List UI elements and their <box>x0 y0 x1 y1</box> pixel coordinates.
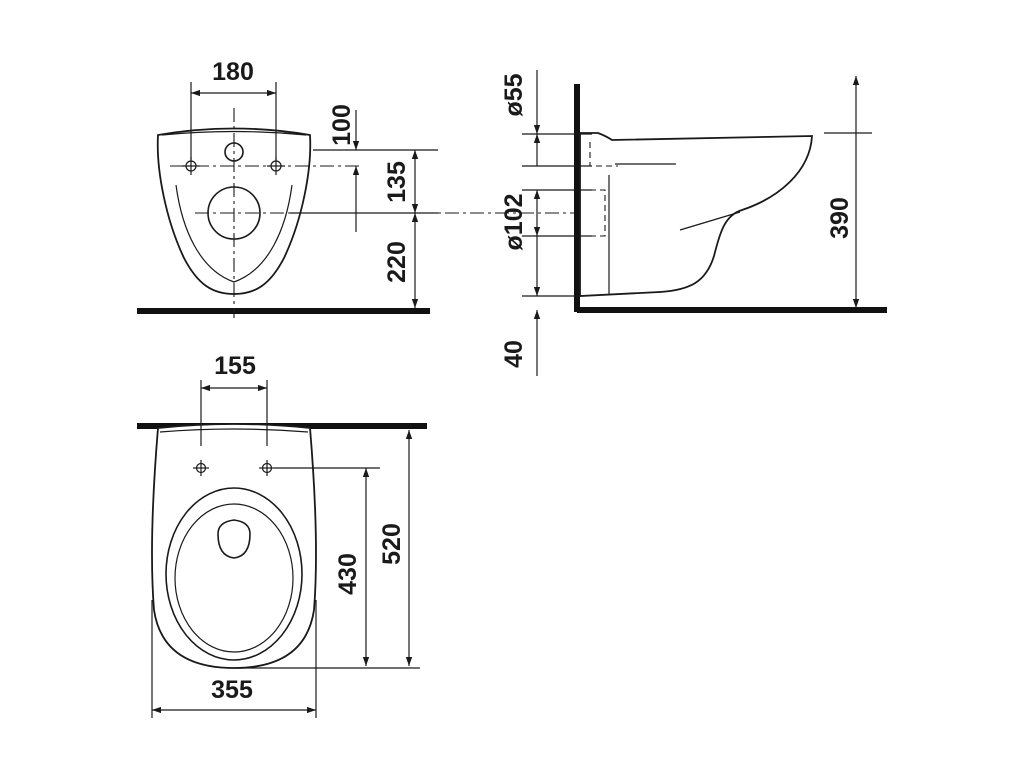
dim-label-155: 155 <box>214 352 256 380</box>
bolt-hole-right <box>259 460 275 476</box>
dim-label-100: 100 <box>328 104 356 146</box>
outlet-opening <box>217 519 251 559</box>
seat-opening-outer <box>165 487 303 661</box>
bowl-inner-contour <box>175 184 293 283</box>
dim-label-220: 220 <box>383 241 411 283</box>
dim-label-355: 355 <box>211 676 253 704</box>
bowl-side-outline <box>579 132 813 297</box>
seat-edge-line <box>679 211 741 231</box>
dim-label-dia102: ø102 <box>500 194 528 251</box>
front-view: 180 100 135 220 <box>137 58 580 318</box>
dim-label-40: 40 <box>500 340 528 368</box>
dim-label-180: 180 <box>212 58 254 86</box>
dim-label-135: 135 <box>383 161 411 203</box>
dim-label-430: 430 <box>334 553 362 595</box>
dim-label-520: 520 <box>378 523 406 565</box>
dim-label-390: 390 <box>826 197 854 239</box>
rim-back-line <box>159 428 309 433</box>
seat-opening-inner <box>174 503 294 653</box>
bolt-hole-left <box>193 460 209 476</box>
bowl-top-outline <box>151 423 317 669</box>
dim-label-dia55: ø55 <box>500 73 528 116</box>
top-view: 155 430 520 355 <box>137 352 427 718</box>
side-view: ø55 ø102 40 390 <box>500 70 887 376</box>
bowl-rim-line <box>161 130 307 136</box>
